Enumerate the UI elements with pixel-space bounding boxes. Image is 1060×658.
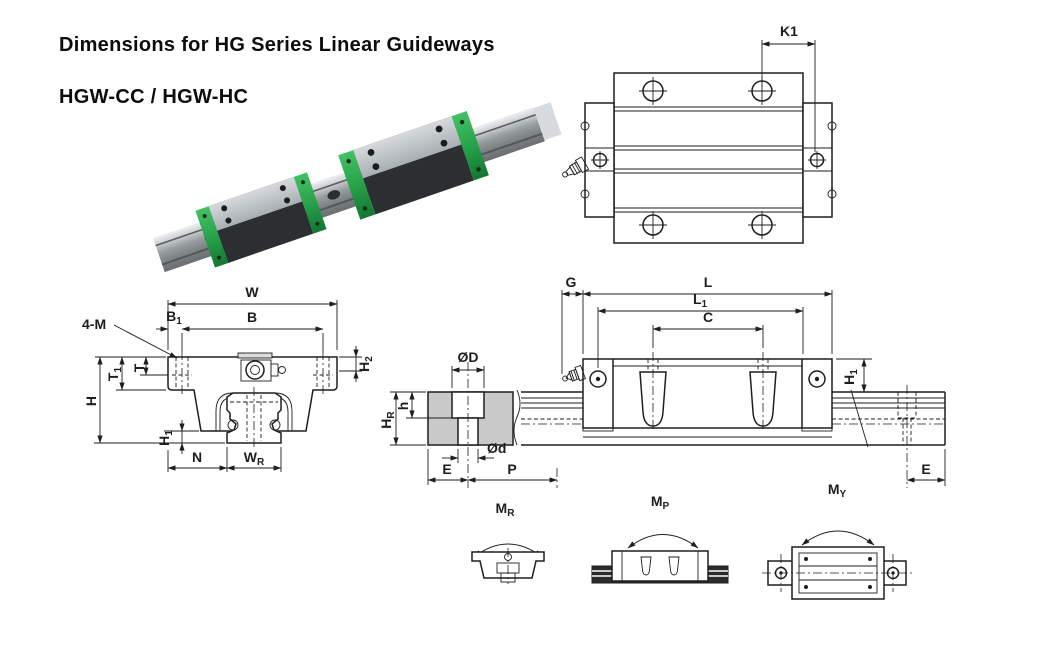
moment-roll: MR bbox=[471, 500, 545, 584]
dim-e-right: E bbox=[921, 461, 930, 477]
dim-h1-side: H1 bbox=[841, 369, 860, 385]
photo-block-large bbox=[338, 111, 489, 220]
moment-pitch: MP bbox=[591, 493, 729, 584]
dim-od-lower: Ød bbox=[487, 440, 506, 456]
dim-c: C bbox=[703, 309, 713, 325]
dim-k1: K1 bbox=[780, 23, 798, 39]
moment-pitch-label: MP bbox=[651, 493, 670, 512]
dim-b1: B1 bbox=[166, 308, 182, 327]
block-slot bbox=[639, 352, 667, 432]
moment-diagrams: MR MP MY bbox=[471, 481, 912, 600]
dim-w: W bbox=[245, 284, 259, 300]
dim-h1-front: H1 bbox=[156, 430, 175, 446]
grease-nipple-icon bbox=[562, 156, 590, 178]
dim-b: B bbox=[247, 309, 257, 325]
block-slot bbox=[749, 352, 777, 432]
dim-p: P bbox=[507, 461, 516, 477]
moment-yaw: MY bbox=[762, 481, 912, 600]
photo-rail-end bbox=[533, 102, 562, 141]
moment-yaw-label: MY bbox=[828, 481, 847, 500]
yaw-arrow-icon bbox=[801, 530, 875, 546]
dim-hr: HR bbox=[378, 411, 397, 429]
dim-h: H bbox=[83, 396, 99, 406]
mounting-hole bbox=[748, 211, 776, 239]
dim-wr: WR bbox=[244, 449, 265, 468]
dim-h2: H2 bbox=[356, 356, 375, 372]
dim-g: G bbox=[566, 274, 577, 290]
mounting-hole bbox=[639, 77, 667, 105]
photo-rail-hole bbox=[327, 190, 341, 200]
dim-4m: 4-M bbox=[82, 316, 106, 332]
pitch-arrow-icon bbox=[627, 534, 699, 549]
side-view-drawing: ØD h HR Ød E P bbox=[378, 274, 946, 488]
dim-l: L bbox=[704, 274, 713, 290]
grease-nipple-icon bbox=[562, 364, 586, 382]
dim-n: N bbox=[192, 449, 202, 465]
dim-l1: L1 bbox=[693, 291, 708, 310]
dim-e-left: E bbox=[442, 461, 451, 477]
photo-block-small bbox=[195, 172, 327, 268]
dim-t: T bbox=[131, 363, 147, 372]
page-title: Dimensions for HG Series Linear Guideway… bbox=[59, 34, 495, 56]
mounting-hole bbox=[639, 211, 667, 239]
moment-roll-label: MR bbox=[496, 500, 516, 519]
front-view-drawing: W B B1 4-M T T1 H H1 H2 N WR bbox=[82, 284, 375, 472]
dim-t1: T1 bbox=[105, 367, 124, 382]
top-view-drawing: K1 bbox=[562, 23, 837, 244]
model-designation: HGW-CC / HGW-HC bbox=[59, 86, 249, 108]
dim-h-small: h bbox=[395, 402, 411, 411]
dim-od-upper: ØD bbox=[458, 349, 479, 365]
product-photo bbox=[153, 102, 562, 273]
